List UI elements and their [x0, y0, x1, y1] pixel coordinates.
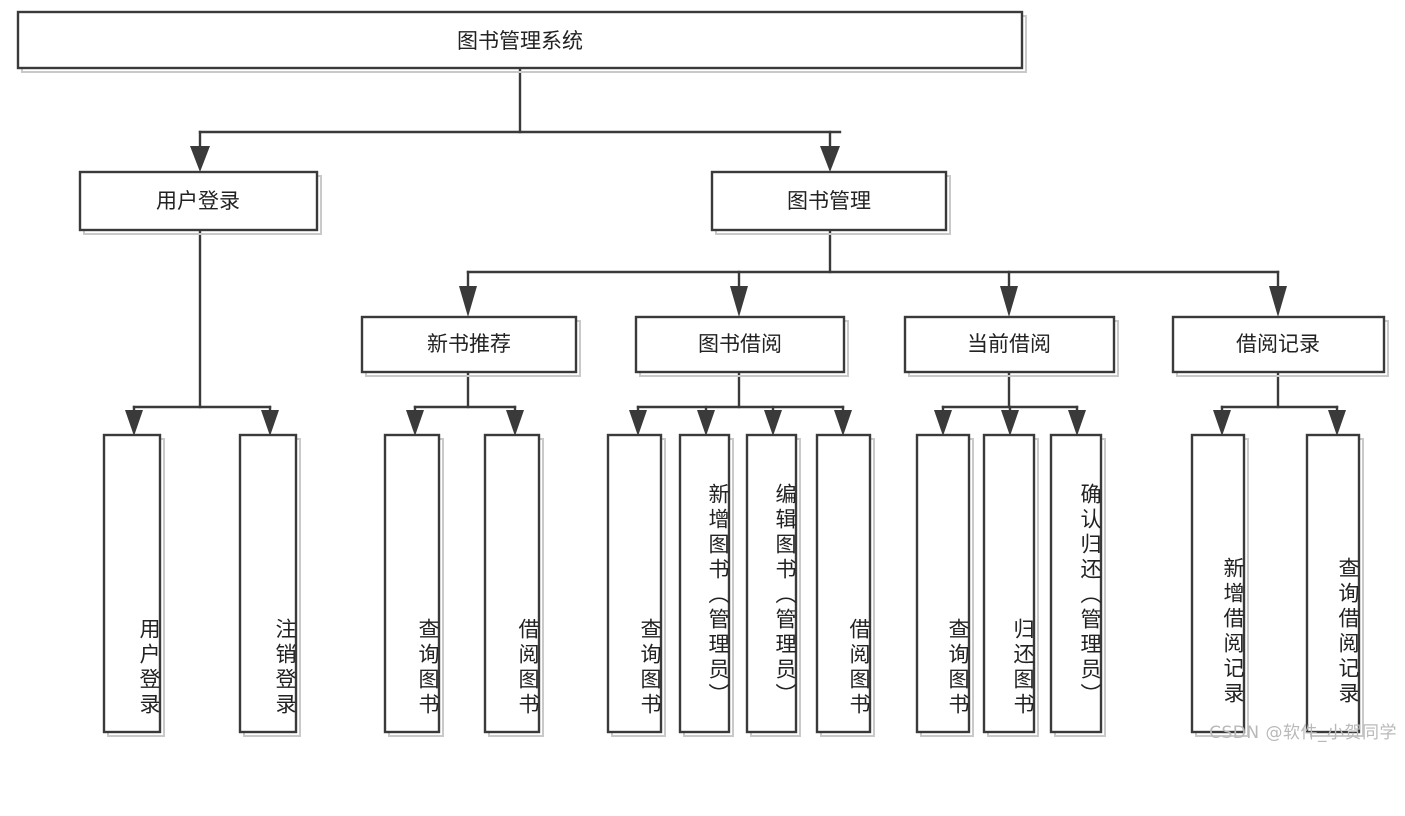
leaf-boxes — [102, 433, 1364, 737]
node-root-label: 图书管理系统 — [457, 29, 583, 53]
node-records-box — [1171, 315, 1386, 374]
node-records[interactable]: 借阅记录 — [1171, 315, 1389, 377]
node-leaf13-box — [1305, 433, 1361, 734]
connector-group-newbook — [406, 372, 524, 436]
node-leaf9-box — [915, 433, 971, 734]
connector-group-bookmgmt — [459, 230, 1287, 317]
node-leaf13[interactable] — [1305, 433, 1364, 737]
arrowhead-bookmgmt — [820, 146, 840, 172]
node-leaf7[interactable] — [745, 433, 801, 737]
node-leaf7-box — [745, 433, 798, 734]
node-newbook-box — [360, 315, 578, 374]
node-bookmgmt[interactable]: 图书管理 — [710, 170, 951, 235]
arrowhead-leaf11 — [1068, 410, 1086, 436]
hierarchy-diagram-svg: 图书管理系统 用户登录 图书管理 新书推荐 图书借阅 当前借阅 — [16, 10, 1389, 737]
node-newbook[interactable]: 新书推荐 — [360, 315, 581, 377]
node-leaf5-box — [606, 433, 663, 734]
node-leaf12[interactable] — [1190, 433, 1249, 737]
node-leaf4[interactable] — [483, 433, 544, 737]
node-leaf1-box — [102, 433, 162, 734]
arrowhead-leaf3 — [406, 410, 424, 436]
node-current[interactable]: 当前借阅 — [903, 315, 1119, 377]
arrowhead-leaf9 — [934, 410, 952, 436]
node-leaf9[interactable] — [915, 433, 974, 737]
node-leaf2[interactable] — [238, 433, 301, 737]
node-leaf2-box — [238, 433, 298, 734]
node-current-box — [903, 315, 1116, 374]
arrowhead-leaf13 — [1328, 410, 1346, 436]
node-login[interactable]: 用户登录 — [78, 170, 322, 235]
connector-group-current — [934, 372, 1086, 436]
node-leaf3-box — [383, 433, 441, 734]
arrowhead-leaf6 — [697, 410, 715, 436]
node-records-label: 借阅记录 — [1236, 332, 1320, 356]
arrowhead-leaf2 — [261, 410, 279, 436]
node-bookmgmt-box — [710, 170, 948, 232]
node-leaf3[interactable] — [383, 433, 444, 737]
node-login-label: 用户登录 — [156, 189, 240, 213]
node-login-box — [78, 170, 319, 232]
flowchart-canvas: 图书管理系统 用户登录 图书管理 新书推荐 图书借阅 当前借阅 — [16, 10, 1397, 743]
node-leaf8[interactable] — [815, 433, 875, 737]
node-leaf8-box — [815, 433, 872, 734]
node-current-label: 当前借阅 — [967, 332, 1051, 356]
arrowhead-leaf1 — [125, 410, 143, 436]
node-leaf12-box — [1190, 433, 1246, 734]
arrowhead-leaf5 — [629, 410, 647, 436]
node-leaf10[interactable] — [982, 433, 1039, 737]
connector-group-records — [1213, 372, 1346, 436]
arrowhead-leaf4 — [506, 410, 524, 436]
arrowhead-leaf12 — [1213, 410, 1231, 436]
arrowhead-leaf8 — [834, 410, 852, 436]
node-newbook-label: 新书推荐 — [427, 332, 511, 356]
node-root[interactable]: 图书管理系统 — [16, 10, 1027, 73]
node-borrow-box — [634, 315, 846, 374]
arrowhead-login — [190, 146, 210, 172]
node-leaf6-box — [678, 433, 731, 734]
node-leaf11[interactable] — [1049, 433, 1106, 737]
csdn-watermark: CSDN @软件_小贺同学 — [1209, 723, 1397, 743]
node-leaf5[interactable] — [606, 433, 666, 737]
connector-group-root — [190, 66, 842, 172]
arrowhead-records — [1269, 286, 1287, 317]
arrowhead-leaf10 — [1001, 410, 1019, 436]
arrowhead-leaf7 — [764, 410, 782, 436]
node-leaf1[interactable] — [102, 433, 165, 737]
connector-group-login — [125, 230, 279, 436]
node-root-box — [16, 10, 1024, 70]
node-leaf4-box — [483, 433, 541, 734]
arrowhead-current — [1000, 286, 1018, 317]
node-leaf10-box — [982, 433, 1036, 734]
arrowhead-borrow — [730, 286, 748, 317]
node-borrow[interactable]: 图书借阅 — [634, 315, 849, 377]
connector-group-borrow — [629, 372, 852, 436]
node-bookmgmt-label: 图书管理 — [787, 189, 871, 213]
node-borrow-label: 图书借阅 — [698, 332, 782, 356]
node-leaf11-box — [1049, 433, 1103, 734]
arrowhead-newbook — [459, 286, 477, 317]
node-leaf6[interactable] — [678, 433, 734, 737]
